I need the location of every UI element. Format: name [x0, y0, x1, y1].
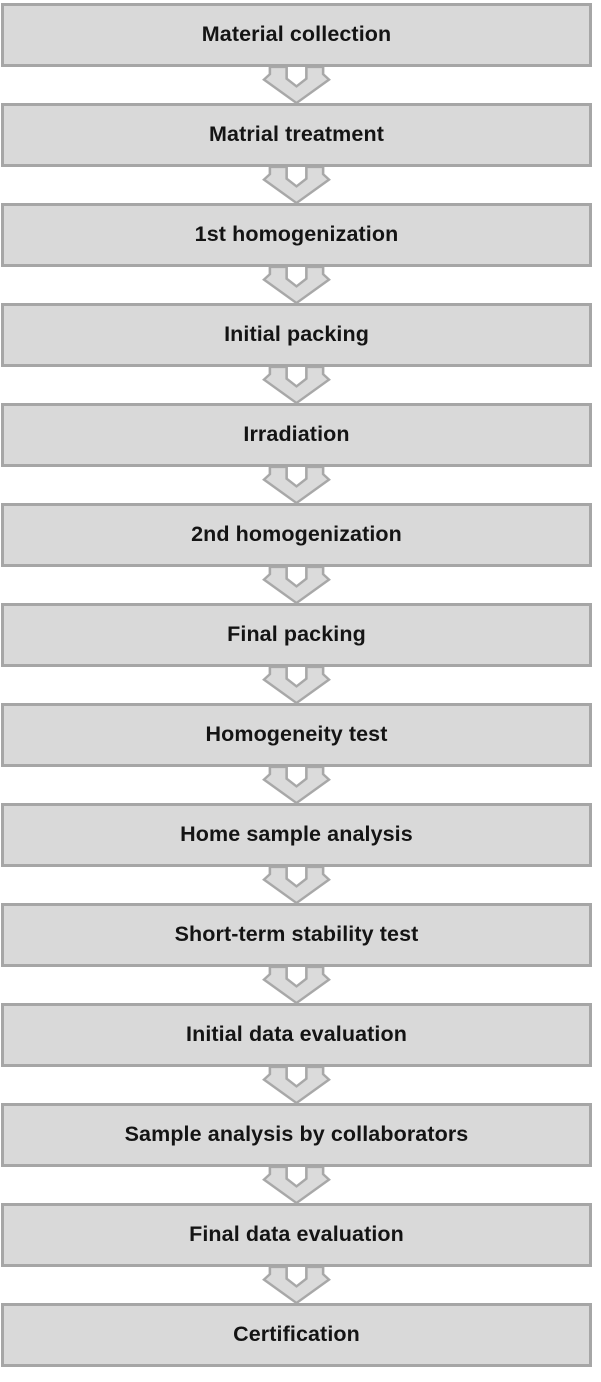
down-arrow-icon	[262, 767, 331, 803]
flowchart-column: Material collection Matrial treatment 1s…	[1, 3, 592, 1367]
flow-step-label: 2nd homogenization	[191, 522, 402, 547]
down-arrow-icon	[262, 67, 331, 103]
flow-step-box: Matrial treatment	[1, 103, 592, 167]
flow-step-label: Home sample analysis	[180, 822, 413, 847]
down-arrow-icon	[262, 367, 331, 403]
flow-step-box: Irradiation	[1, 403, 592, 467]
flow-connector	[1, 367, 592, 403]
flow-step-box: 1st homogenization	[1, 203, 592, 267]
flow-connector	[1, 567, 592, 603]
flow-step-box: Initial data evaluation	[1, 1003, 592, 1067]
flow-step-label: Final packing	[227, 622, 366, 647]
flow-connector	[1, 967, 592, 1003]
flow-step-label: Matrial treatment	[209, 122, 384, 147]
flow-connector	[1, 767, 592, 803]
flow-step-label: Initial data evaluation	[186, 1022, 407, 1047]
down-arrow-icon	[262, 467, 331, 503]
down-arrow-icon	[262, 667, 331, 703]
down-arrow-icon	[262, 867, 331, 903]
flow-step-label: Sample analysis by collaborators	[124, 1122, 469, 1147]
flow-step-label: Homogeneity test	[205, 722, 388, 747]
flow-step-label: Irradiation	[243, 422, 350, 447]
flow-step-label: 1st homogenization	[194, 222, 399, 247]
flow-step-label: Material collection	[201, 22, 392, 47]
flow-step-box: Homogeneity test	[1, 703, 592, 767]
flow-step-label: Final data evaluation	[189, 1222, 404, 1247]
flow-connector	[1, 467, 592, 503]
down-arrow-icon	[262, 1167, 331, 1203]
flow-connector	[1, 1067, 592, 1103]
flow-step-box: Short-term stability test	[1, 903, 592, 967]
flow-connector	[1, 67, 592, 103]
flow-step-box: Material collection	[1, 3, 592, 67]
flow-step-box: Final data evaluation	[1, 1203, 592, 1267]
flow-step-box: Certification	[1, 1303, 592, 1367]
flow-connector	[1, 867, 592, 903]
flow-step-label: Initial packing	[224, 322, 369, 347]
flow-connector	[1, 667, 592, 703]
flow-step-box: Final packing	[1, 603, 592, 667]
down-arrow-icon	[262, 967, 331, 1003]
down-arrow-icon	[262, 1267, 331, 1303]
flow-connector	[1, 267, 592, 303]
flow-connector	[1, 1267, 592, 1303]
flow-step-box: 2nd homogenization	[1, 503, 592, 567]
flow-connector	[1, 167, 592, 203]
flow-connector	[1, 1167, 592, 1203]
down-arrow-icon	[262, 1067, 331, 1103]
flow-step-box: Home sample analysis	[1, 803, 592, 867]
down-arrow-icon	[262, 567, 331, 603]
flow-step-box: Sample analysis by collaborators	[1, 1103, 592, 1167]
flow-step-box: Initial packing	[1, 303, 592, 367]
down-arrow-icon	[262, 267, 331, 303]
flow-step-label: Certification	[233, 1322, 360, 1347]
down-arrow-icon	[262, 167, 331, 203]
flow-step-label: Short-term stability test	[174, 922, 419, 947]
